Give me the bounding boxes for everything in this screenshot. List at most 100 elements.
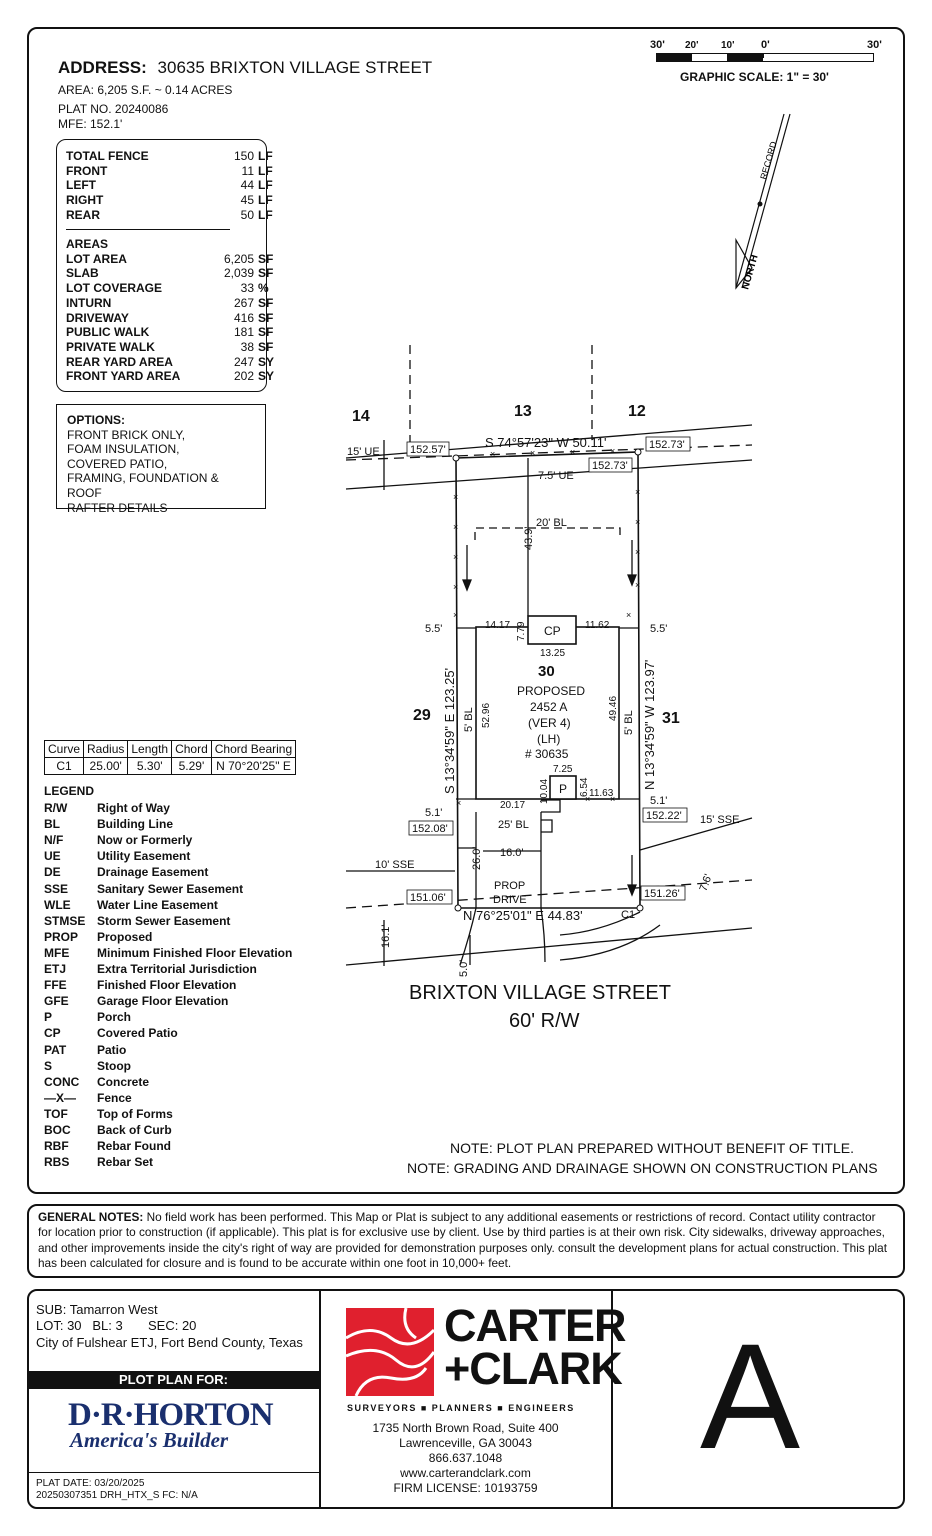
legend-meaning: Water Line Easement [97, 897, 218, 912]
options-title: OPTIONS: [67, 413, 126, 427]
rear-bearing: S 74°57'23" W 50.11' [485, 435, 607, 450]
bl-5-left: 5' BL [463, 707, 475, 732]
svg-text:×: × [453, 552, 458, 562]
legend-abbr: PROP [44, 929, 79, 944]
svg-text:×: × [635, 487, 640, 497]
option-item: FRONT BRICK ONLY, [67, 427, 186, 442]
dim-11-62: 11.62 [585, 620, 610, 631]
sheet-frame [27, 27, 905, 1194]
covered-patio [527, 615, 577, 645]
mfe-text: MFE: 152.1' [58, 117, 123, 131]
porch [549, 775, 577, 800]
walk-step [541, 819, 553, 833]
lot-13: 13 [514, 403, 532, 420]
cp-label: CP [544, 624, 561, 638]
dim-5-5-right: 5.5' [650, 623, 667, 635]
bl-25: 25' BL [498, 819, 529, 831]
drain-arrow-head [627, 884, 637, 897]
legend-title: LEGEND [44, 784, 95, 798]
options-box: OPTIONS: FRONT BRICK ONLY, FOAM INSULATI… [56, 404, 266, 515]
dim-5-5-left: 5.5' [425, 623, 442, 635]
lot-12: 12 [628, 403, 646, 420]
dim-7-79: 7.79 [516, 621, 527, 641]
dim-7-6: 7.6' [698, 873, 715, 893]
left-bearing: S 13°34'59" E 123.25' [442, 668, 457, 794]
areas-title: AREAS [66, 237, 109, 251]
site-plan: ××××× ××××× ×××× ×× × 14 13 12 29 31 30 … [345, 345, 753, 977]
apron-curve [540, 907, 546, 963]
scale-label: GRAPHIC SCALE: 1" = 30' [680, 70, 829, 84]
address-value: 30635 BRIXTON VILLAGE STREET [157, 58, 433, 77]
legend-abbr: BL [44, 817, 60, 832]
svg-text:×: × [453, 522, 458, 532]
record-label: RECORD [758, 140, 779, 181]
legend-meaning: Minimum Finished Floor Elevation [97, 945, 293, 960]
plot-plan-banner: PLOT PLAN FOR: [28, 1371, 319, 1389]
city-county: City of Fulshear ETJ, Fort Bend County, … [36, 1335, 303, 1350]
elev-ml: 152.08' [412, 823, 448, 835]
legend-meaning: Finished Floor Elevation [97, 978, 237, 993]
legend-abbr: SSE [44, 881, 69, 896]
title-divider [319, 1290, 321, 1508]
p-label: P [559, 782, 567, 796]
elev-tr: 152.73' [649, 439, 685, 451]
legend-meaning: Proposed [97, 929, 153, 944]
svg-text:×: × [585, 794, 590, 804]
lot-30: 30 [538, 663, 555, 680]
legend-meaning: Rebar Found [97, 1139, 171, 1154]
apron-curve [459, 907, 477, 966]
company-name-1: CARTER [444, 1300, 626, 1351]
legend-row: RBS Rebar Set [44, 1154, 292, 1170]
svg-text:×: × [635, 580, 640, 590]
legend-meaning: Building Line [97, 817, 173, 832]
svg-text:×: × [635, 517, 640, 527]
carter-clark-logo-mark [346, 1308, 434, 1396]
svg-text:×: × [453, 582, 458, 592]
address-line-2: Lawrenceville, GA 30043 [399, 1436, 532, 1450]
lot-31: 31 [662, 710, 680, 727]
phone: 866.637.1048 [428, 1451, 503, 1465]
legend-abbr: —X— [44, 1090, 77, 1105]
dim-52-96: 52.96 [481, 703, 492, 728]
dim-11-63: 11.63 [589, 788, 614, 799]
drain-arrow-head [462, 579, 472, 592]
svg-text:×: × [635, 547, 640, 557]
website: www.carterandclark.com [400, 1466, 531, 1480]
legend-row: —X—Fence [44, 1090, 292, 1106]
dim-10-04: 10.04 [539, 779, 550, 804]
rebar-point [452, 454, 460, 462]
scale-tick-label: 0' [761, 39, 770, 51]
rebar-point [634, 448, 642, 456]
svg-text:×: × [530, 448, 535, 458]
legend-meaning: Rebar Set [97, 1155, 154, 1170]
company-tagline: SURVEYORS ■ PLANNERS ■ ENGINEERS [347, 1403, 575, 1413]
rebar-point [454, 904, 462, 912]
dim-5-1-right: 5.1' [650, 795, 667, 807]
lot-29: 29 [413, 707, 431, 724]
elev-bl: 151.06' [410, 892, 446, 904]
svg-text:×: × [610, 446, 615, 456]
scale-tick-label: 20' [685, 40, 699, 51]
builder-logo: D·R·HORTON America's Builder [68, 1397, 274, 1453]
general-notes-label: GENERAL NOTES: [38, 1210, 144, 1224]
legend-abbr: RBS [44, 1155, 70, 1170]
prop-drive: PROP [494, 880, 525, 892]
ue-line [345, 459, 753, 490]
